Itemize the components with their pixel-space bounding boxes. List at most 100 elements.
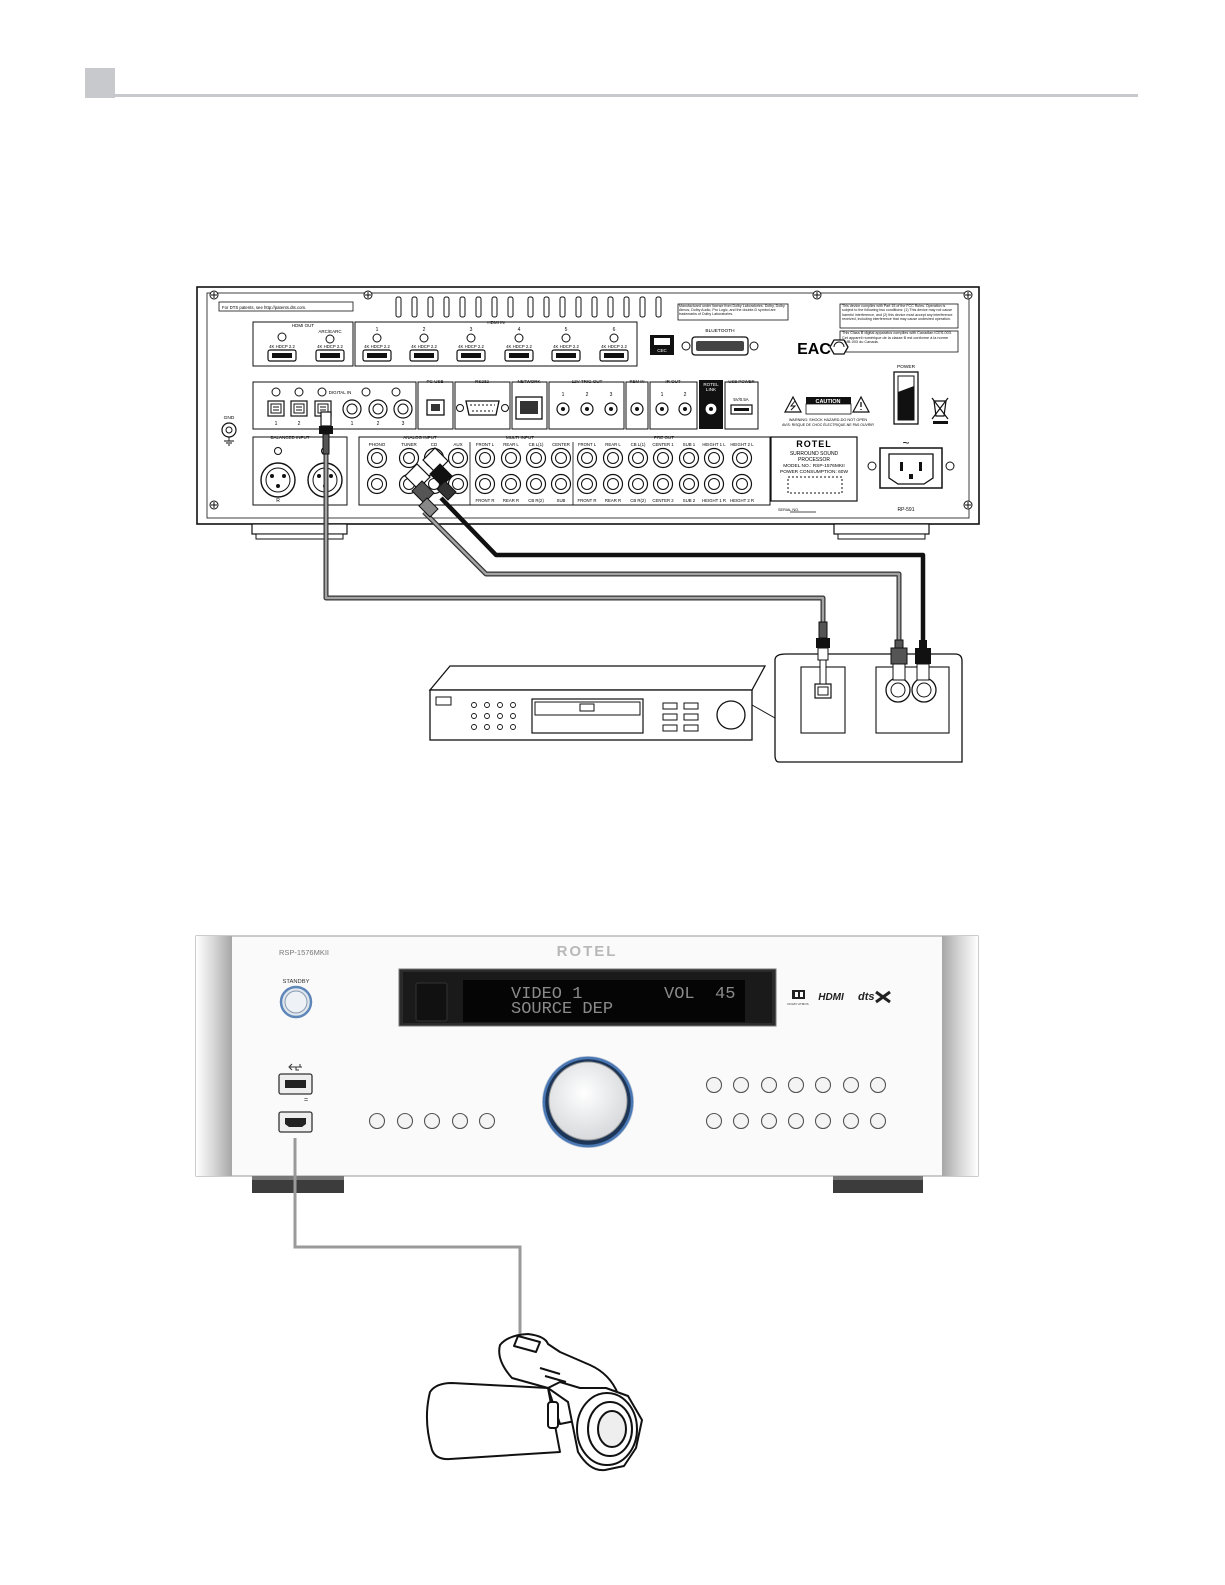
svg-text:1: 1 — [661, 392, 664, 398]
front-panel-button[interactable] — [814, 1112, 832, 1130]
svg-text:CB L(1): CB L(1) — [529, 442, 544, 447]
rear-foot-right — [833, 523, 930, 535]
svg-text:2: 2 — [298, 421, 301, 427]
rear-foot-left — [251, 523, 348, 535]
pc-usb-block — [417, 381, 454, 430]
power-label: POWER — [897, 364, 916, 370]
svg-text:dts: dts — [858, 991, 875, 1003]
svg-text:3: 3 — [610, 392, 613, 398]
front-panel-button[interactable] — [814, 1076, 832, 1094]
svg-text:REAR R: REAR R — [605, 498, 621, 503]
svg-text:NETWORK: NETWORK — [518, 379, 541, 384]
svg-text:CENTER 1: CENTER 1 — [652, 442, 674, 447]
pre-out-labels: FRONT L REAR L CB L(1) CENTER 1 SUB 1 HE… — [577, 442, 754, 503]
ac-power-inlet — [867, 447, 955, 489]
rca-jack-center — [683, 452, 695, 464]
rca-jack-center — [555, 478, 567, 490]
usb-icon — [288, 1063, 302, 1071]
bluetooth-antenna-port — [681, 336, 759, 356]
hdmi-in-ports: 1 2 3 4 5 6 4K HDCP 2.2 4K HDCP 2.2 4K H… — [362, 327, 629, 362]
camcorder-icon — [426, 1333, 643, 1472]
svg-text:CB L(1): CB L(1) — [631, 442, 646, 447]
rca-jack-center — [530, 452, 542, 464]
front-panel-button[interactable] — [869, 1112, 887, 1130]
svg-text:CB R(2): CB R(2) — [630, 498, 646, 503]
serial-label: SERIAL NO. — [778, 508, 799, 512]
rca-jack-center — [736, 452, 748, 464]
svg-text:REAR R: REAR R — [503, 498, 519, 503]
front-panel-button[interactable] — [842, 1076, 860, 1094]
svg-text:IR OUT: IR OUT — [665, 379, 681, 384]
rca-jack-center — [479, 452, 491, 464]
rca-jack-center — [452, 478, 464, 490]
svg-text:HEIGHT 2 L: HEIGHT 2 L — [730, 442, 754, 447]
volume-knob[interactable] — [542, 1056, 634, 1148]
front-panel-button[interactable] — [396, 1112, 414, 1130]
rca-jack-center — [607, 478, 619, 490]
front-panel-button[interactable] — [423, 1112, 441, 1130]
rca-jack-center — [505, 452, 517, 464]
svg-text:4K HDCP 2.2: 4K HDCP 2.2 — [458, 344, 484, 349]
header-rule — [115, 94, 1138, 97]
front-panel-button[interactable] — [869, 1076, 887, 1094]
svg-text:4K HDCP 2.2: 4K HDCP 2.2 — [506, 344, 532, 349]
section-header-block — [85, 68, 115, 98]
cables — [323, 432, 926, 644]
svg-text:BALANCED INPUT: BALANCED INPUT — [270, 435, 309, 440]
front-foot-left — [252, 1176, 344, 1193]
svg-text:CEC: CEC — [657, 348, 667, 353]
front-foot-right — [833, 1176, 923, 1193]
front-model-label: RSP-1576MKII — [279, 948, 329, 957]
front-panel-button[interactable] — [368, 1112, 386, 1130]
rca-plugs-rear — [404, 447, 457, 518]
standby-button[interactable] — [279, 985, 313, 1019]
svg-text:4K HDCP 2.2: 4K HDCP 2.2 — [411, 344, 437, 349]
svg-text:3: 3 — [402, 421, 405, 427]
dts-x-logo: dts — [858, 990, 891, 1004]
standby-label: STANDBY — [283, 979, 310, 985]
svg-text:4K HDCP 2.2: 4K HDCP 2.2 — [364, 344, 390, 349]
front-panel-button[interactable] — [787, 1076, 805, 1094]
display-line-1: VIDEO 1 VOL 45 — [511, 985, 735, 1004]
front-panel-button[interactable] — [478, 1112, 496, 1130]
front-panel-button[interactable] — [451, 1112, 469, 1130]
usb-equals-mark: = — [304, 1097, 308, 1104]
svg-text:PHONO: PHONO — [369, 442, 386, 447]
svg-text:FRONT R: FRONT R — [577, 498, 596, 503]
rca-jack-center — [581, 452, 593, 464]
svg-text:REAR L: REAR L — [605, 442, 621, 447]
hdmi-out-title: HDMI OUT — [292, 323, 314, 328]
front-panel-button[interactable] — [760, 1076, 778, 1094]
front-panel-button[interactable] — [705, 1112, 723, 1130]
front-panel-button[interactable] — [732, 1076, 750, 1094]
multi-input-labels: FRONT L REAR L CB L(1) CENTER FRONT R RE… — [475, 442, 569, 503]
svg-text:MULTI INPUT: MULTI INPUT — [506, 435, 534, 440]
svg-text:ROTEL: ROTEL — [796, 439, 832, 449]
svg-text:R: R — [276, 498, 280, 504]
front-panel-button[interactable] — [787, 1112, 805, 1130]
cd-player — [428, 665, 776, 741]
svg-text:SURROUND SOUND: SURROUND SOUND — [790, 451, 839, 457]
front-button-groups — [368, 1076, 887, 1130]
svg-text:5V/0.5A: 5V/0.5A — [733, 397, 748, 402]
display-line-2: SOURCE DEP — [511, 1000, 613, 1019]
svg-text:MODEL NO.: RSP-1576MKII: MODEL NO.: RSP-1576MKII — [783, 463, 844, 469]
svg-text:WARNING: SHOCK HAZARD-DO NOT O: WARNING: SHOCK HAZARD-DO NOT OPEN — [789, 418, 868, 422]
front-brand-logo: ROTEL — [557, 943, 618, 960]
front-panel-button[interactable] — [842, 1112, 860, 1130]
rca-jack-center — [479, 478, 491, 490]
fcc-notice: This device complies with Part 15 of the… — [842, 304, 953, 322]
hdmi-cable — [293, 1138, 522, 1345]
vent-slots — [395, 296, 662, 318]
svg-text:2: 2 — [423, 327, 426, 333]
hdmi-in-title: HDMI IN — [487, 320, 504, 325]
rp-code: RP-591 — [898, 507, 915, 513]
svg-text:PROCESSOR: PROCESSOR — [798, 457, 830, 463]
front-panel-button[interactable] — [732, 1112, 750, 1130]
svg-text:AVIS: RISQUE DE CHOC ÉLECTRIQU: AVIS: RISQUE DE CHOC ÉLECTRIQUE-NE PAS O… — [782, 422, 874, 427]
svg-text:6: 6 — [613, 327, 616, 333]
gnd-label: GND — [224, 415, 235, 421]
canada-notice: This Class B digital apparatus complies … — [842, 331, 952, 345]
front-panel-button[interactable] — [705, 1076, 723, 1094]
front-panel-button[interactable] — [760, 1112, 778, 1130]
